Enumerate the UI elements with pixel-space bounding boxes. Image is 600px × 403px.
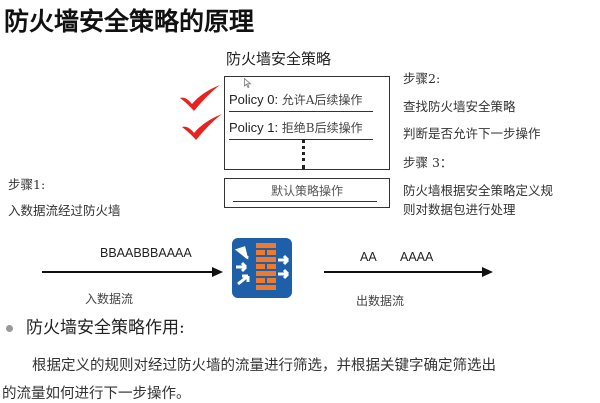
inbound-arrow-line (42, 271, 214, 273)
ellipsis-dots (302, 139, 305, 169)
divider (229, 139, 373, 140)
outbound-stream-part1: AA (360, 250, 377, 264)
bullet-icon (6, 325, 13, 332)
divider (229, 111, 373, 112)
page-title: 防火墙安全策略的原理 (4, 7, 255, 36)
step3-title: 步骤 3： (403, 155, 453, 170)
step1-desc: 入数据流经过防火墙 (8, 203, 121, 218)
step2-title: 步骤2: (403, 71, 441, 86)
mouse-cursor-icon (244, 78, 252, 88)
default-policy-box: 默认策略操作 (224, 178, 390, 208)
policy-row-0: Policy 0: 允许A后续操作 (229, 91, 362, 108)
outbound-label: 出数据流 (356, 294, 405, 308)
paragraph-line-2: 的流量如何进行下一步操作。 (2, 386, 191, 402)
paragraph-line-1: 根据定义的规则对经过防火墙的流量进行筛选，并根据关键字确定筛选出 (32, 358, 496, 374)
policy-label: Policy 0: (229, 92, 279, 107)
policy-label: Policy 1: (229, 120, 279, 135)
step2-line1: 查找防火墙安全策略 (403, 99, 516, 114)
policy-action: 允许A后续操作 (281, 93, 363, 107)
step3-line2: 则对数据包进行处理 (403, 202, 516, 217)
policy-action: 拒绝B后续操作 (281, 121, 363, 135)
firewall-icon (232, 238, 292, 298)
step2-line2: 判断是否允许下一步操作 (403, 126, 541, 141)
policy-table: Policy 0: 允许A后续操作 Policy 1: 拒绝B后续操作 (224, 76, 390, 170)
policy-table-title: 防火墙安全策略 (226, 50, 332, 68)
outbound-arrowhead-icon (482, 267, 493, 277)
default-policy-label: 默认策略操作 (270, 184, 343, 198)
step1-title: 步骤1: (8, 177, 46, 192)
red-check-icon (180, 85, 220, 111)
step3-line1: 防火墙根据安全策略定义规 (403, 183, 554, 198)
inbound-label: 入数据流 (85, 292, 134, 306)
divider (233, 201, 377, 202)
red-check-icon (182, 114, 222, 140)
inbound-stream: BBAABBBAAAA (100, 246, 192, 260)
inbound-arrowhead-icon (212, 267, 223, 277)
outbound-arrow-line (324, 271, 484, 273)
policy-row-1: Policy 1: 拒绝B后续操作 (229, 119, 363, 136)
section-heading: 防火墙安全策略作用: (26, 318, 185, 338)
outbound-stream-part2: AAAA (400, 250, 434, 264)
